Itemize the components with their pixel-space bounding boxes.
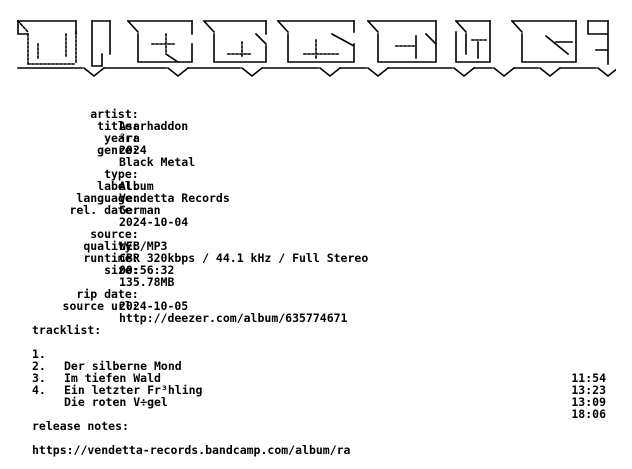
field-label: language: [76,191,139,205]
field-label: source url: [62,299,139,313]
section-heading: release notes: [32,419,129,433]
track-duration: 13:23 [571,383,606,397]
field-value: ²ra [119,131,140,145]
track-row: 4. Die roten V÷gel 18:06 [0,372,632,420]
tracklist-heading: tracklist: [0,312,101,336]
notes-url-text: https://vendetta-records.bandcamp.com/al… [32,443,351,457]
track-number: 4. [32,383,46,397]
field-type: type: Album [0,156,154,192]
track-row: 3. Ein letzter Fr³hling 13:09 [0,360,632,408]
field-value: Asarhaddon [119,119,189,133]
source-url-text: http://deezer.com/album/635774671 [119,311,348,325]
section-heading: tracklist: [32,323,102,337]
field-label: runtime: [83,251,139,265]
track-title: Der silberne Mond [64,359,182,373]
field-label-name: label: Vendetta Records [0,168,230,204]
ascii-banner-logo [16,19,616,78]
field-title: title: ²ra [0,108,140,144]
field-label: label: [97,179,139,193]
field-source: source: WEB/MP3 [0,216,167,252]
track-duration: 18:06 [571,407,606,421]
field-size: size: 135.78MB [0,252,174,288]
field-label: source: [90,227,139,241]
field-value: WEB/MP3 [119,239,168,253]
track-title: Im tiefen Wald [64,371,161,385]
field-source-url: source url: http://deezer.com/album/6357… [0,288,348,324]
field-label: genre: [97,143,139,157]
field-value: 135.78MB [119,275,175,289]
track-title: Ein letzter Fr³hling [64,383,203,397]
field-label: artist: [90,107,139,121]
field-label: size: [104,263,139,277]
field-value: Black Metal [119,155,196,169]
field-language: language: German [0,180,160,216]
track-row: 1. Der silberne Mond 11:54 [0,336,632,384]
release-notes-url: https://vendetta-records.bandcamp.com/al… [0,432,351,456]
field-label: quality: [83,239,139,253]
track-title: Die roten V÷gel [64,395,168,409]
field-label: rip date: [76,287,139,301]
field-value: 00:56:32 [119,263,175,277]
field-value: Vendetta Records [119,191,230,205]
track-duration: 11:54 [571,371,606,385]
field-value: Album [119,179,154,193]
field-artist: artist: Asarhaddon [0,96,188,132]
field-label: type: [104,167,139,181]
field-rel-date: rel. date: 2024-10-04 [0,192,188,228]
track-duration: 13:09 [571,395,606,409]
field-rip-date: rip date: 2024-10-05 [0,276,188,312]
field-value: CBR 320kbps / 44.1 kHz / Full Stereo [119,251,369,265]
field-value: 2024-10-04 [119,215,189,229]
track-row: 2. Im tiefen Wald 13:23 [0,348,632,396]
field-year: year: 2024 [0,120,147,156]
field-runtime: runtime: 00:56:32 [0,240,174,276]
field-value: 2024 [119,143,147,157]
track-number: 3. [32,371,46,385]
field-label: rel. date: [69,203,139,217]
field-genre: genre: Black Metal [0,132,195,168]
field-quality: quality: CBR 320kbps / 44.1 kHz / Full S… [0,228,368,264]
field-label: year: [104,131,139,145]
track-number: 2. [32,359,46,373]
field-value: 2024-10-05 [119,299,189,313]
release-notes-heading: release notes: [0,408,129,432]
field-label: title: [97,119,139,133]
field-value: German [119,203,161,217]
track-number: 1. [32,347,46,361]
